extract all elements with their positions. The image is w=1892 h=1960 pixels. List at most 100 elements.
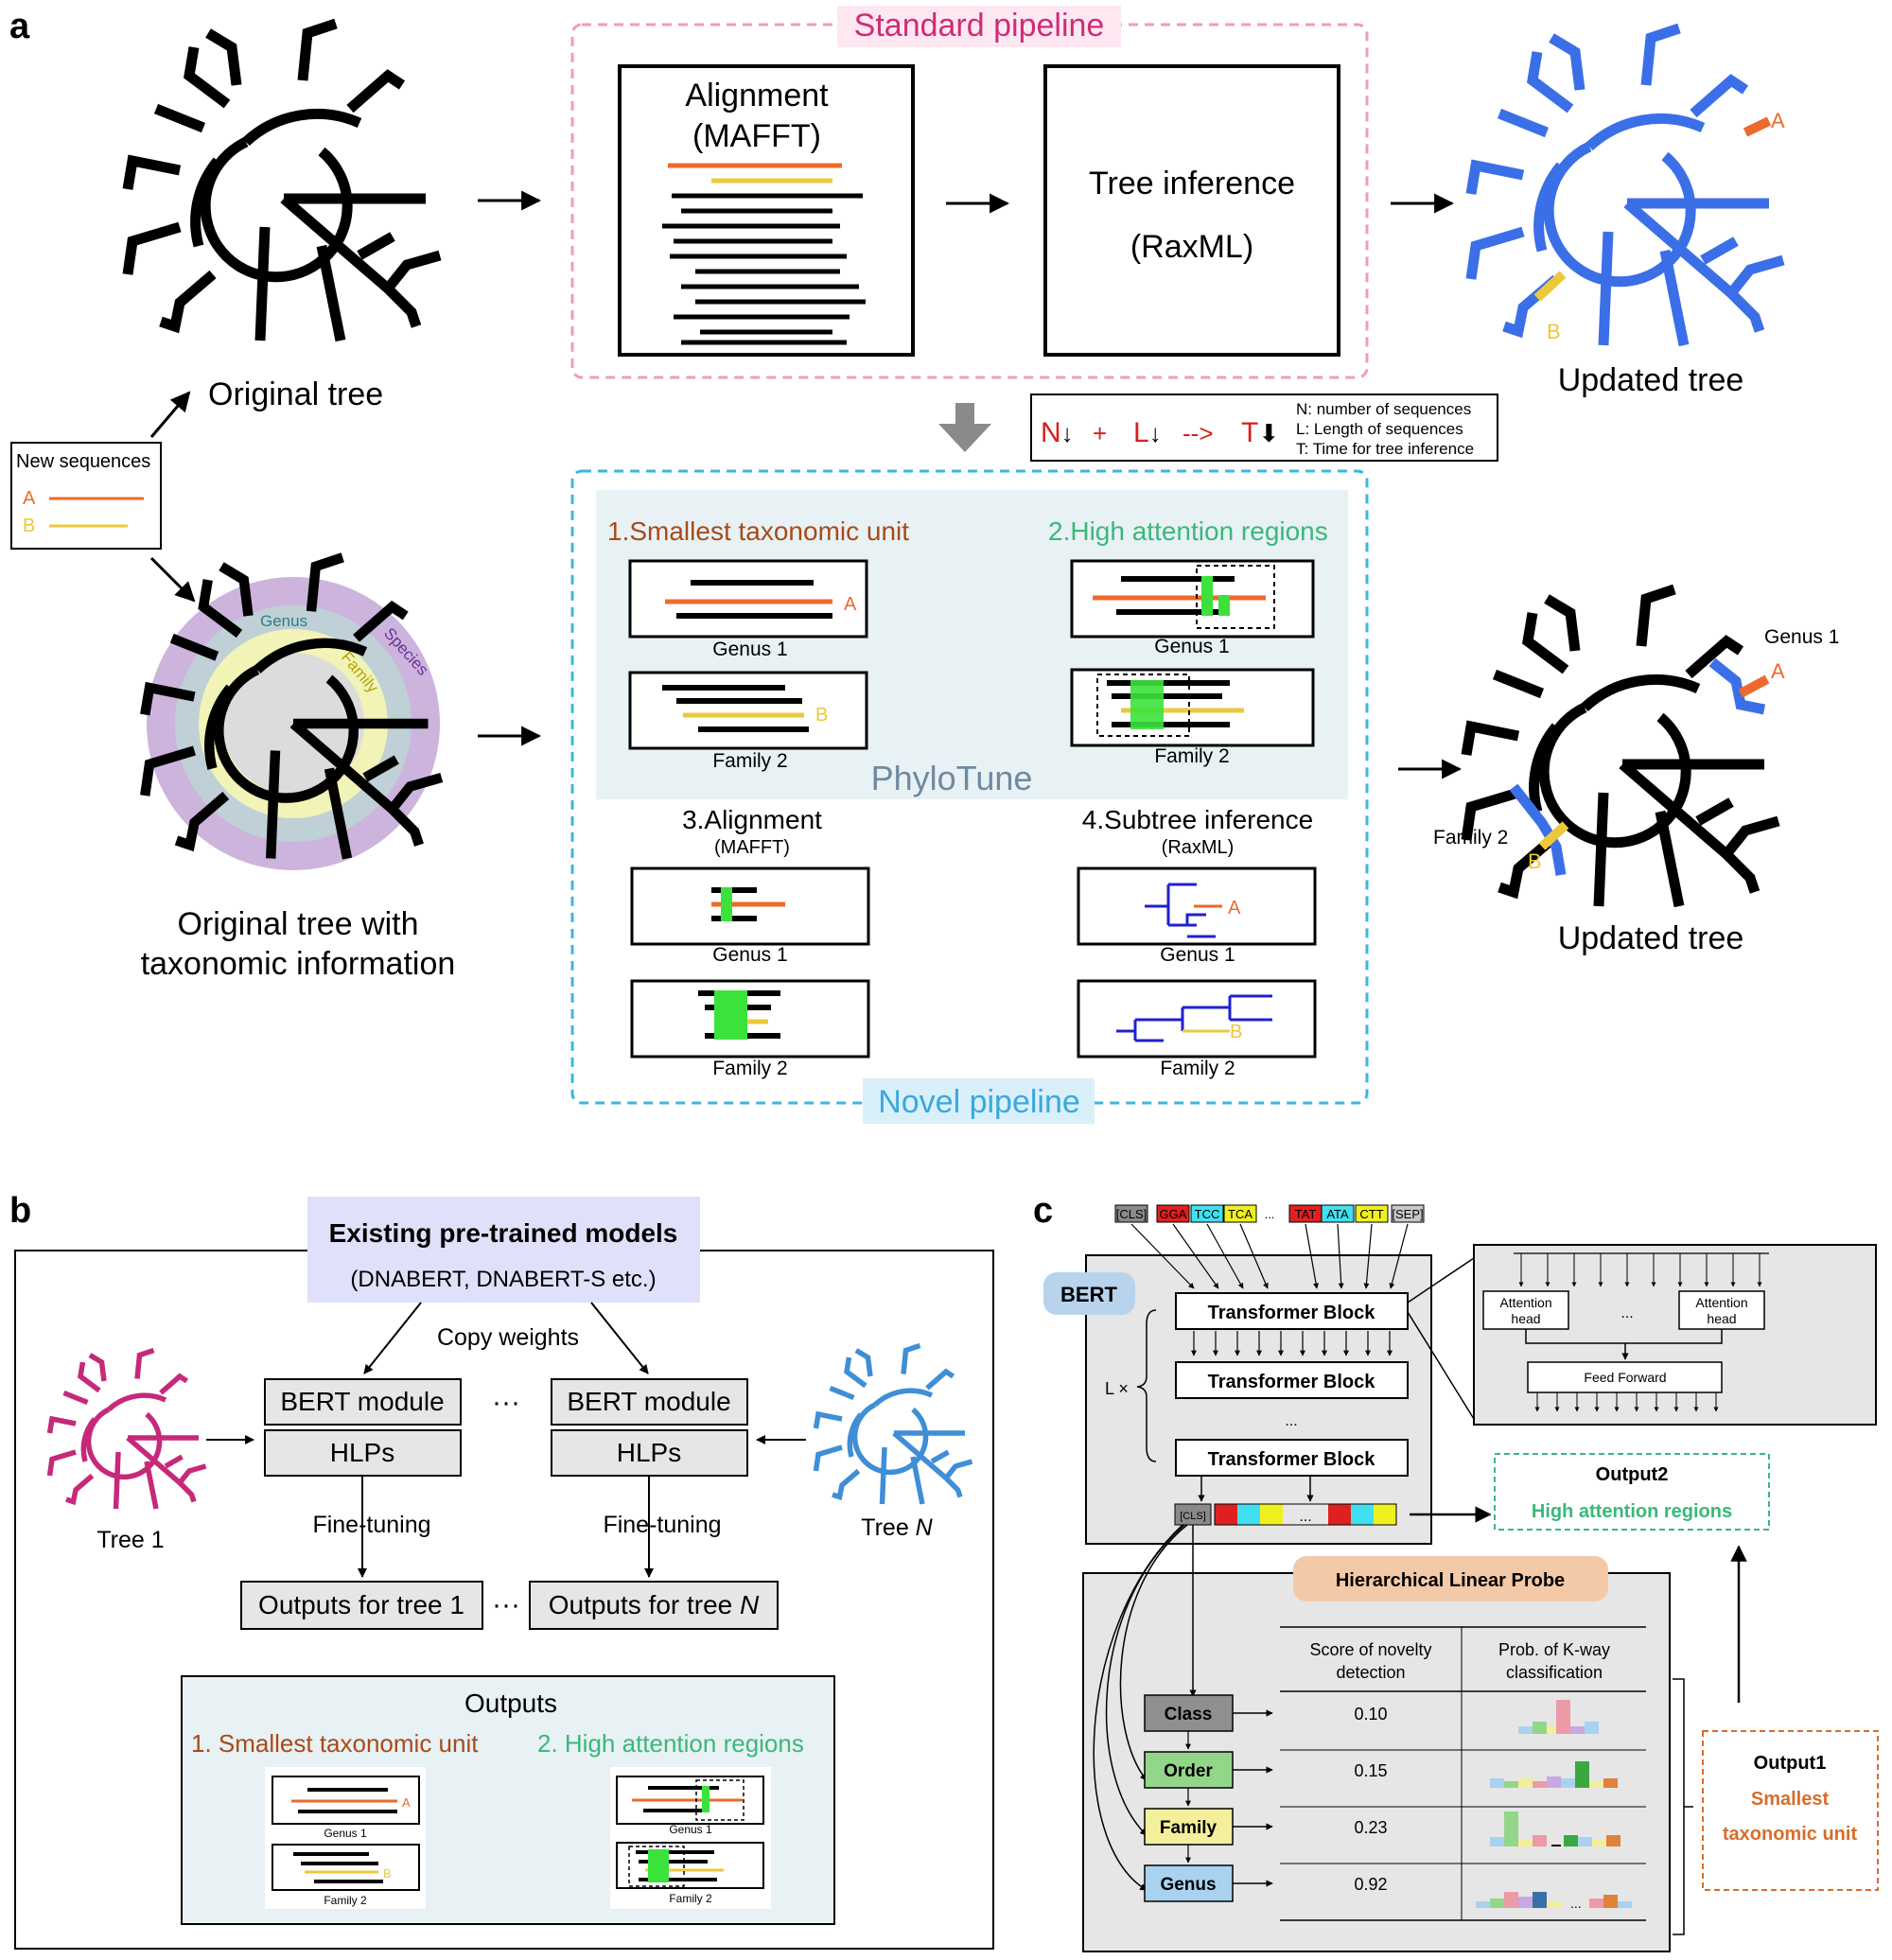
pretrained-box [307,1197,700,1303]
step1-genus-box [628,559,868,639]
token-label-6: ATA [1326,1207,1349,1221]
updated-tree-blue-icon [1471,28,1783,345]
novel-pipeline-title: Novel pipeline [878,1084,1080,1120]
fine-tuning-n: Fine-tuning [603,1512,721,1538]
step4-a-label: A [1228,898,1241,919]
bert-module-1-label: BERT module [280,1387,444,1416]
token-label-4: ... [1265,1207,1275,1221]
formula-box [1030,394,1498,462]
hlps-n [551,1429,748,1477]
token-label-1: GGA [1160,1207,1187,1221]
svg-text:Genus 1: Genus 1 [324,1827,367,1840]
formula-n: N↓ [1041,417,1074,448]
step4-genus-label: Genus 1 [1160,944,1235,966]
feed-forward-box [1527,1361,1723,1393]
level-label-class: Class [1165,1705,1213,1724]
step2-genus-label: Genus 1 [1154,636,1229,657]
token-3 [1223,1204,1257,1223]
original-tree-icon [128,24,440,341]
token-2 [1190,1204,1224,1223]
updated-tree-2-label: Updated tree [1558,920,1744,956]
updated-tree-a-branch [1743,116,1772,137]
updated-tree-genus-subtree [1708,657,1766,715]
token-0 [1114,1204,1148,1223]
tree-1-label: Tree 1 [96,1527,164,1553]
token-label-5: TAT [1295,1207,1317,1221]
panel-c-label: c [1033,1191,1053,1231]
token-label-3: TCA [1228,1207,1253,1221]
step3-title: 3.Alignment [682,805,822,834]
prob-chart-order [1490,1761,1618,1788]
ring-genus-label: Genus [260,612,307,630]
bert-pill [1043,1272,1135,1315]
bert-module-1 [264,1378,462,1426]
table-col2-line2: classification [1506,1663,1603,1682]
transformer-dots: ... [1285,1413,1297,1429]
level-label-genus: Genus [1160,1875,1216,1895]
bert-module-n-label: BERT module [567,1387,730,1416]
updated-tree-2-genus: Genus 1 [1764,626,1839,648]
score-class: 0.10 [1354,1705,1387,1724]
tax-tree-label-1: Original tree with [177,906,418,942]
outputs-thumb-1: A Genus 1 B Family 2 [265,1767,426,1909]
updated-tree-2-family: Family 2 [1433,827,1508,849]
hlps-1-label: HLPs [330,1438,394,1467]
attention-input-arrows [1514,1252,1769,1287]
score-family: 0.23 [1354,1818,1387,1837]
alignment-tool: (MAFFT) [692,118,821,154]
token-label-8: [SEP] [1392,1207,1423,1221]
tax-tree-label-2: taxonomic information [141,946,456,982]
output1-sub1: Smallest [1751,1789,1830,1810]
token-6 [1321,1204,1355,1223]
step1-b-label: B [815,705,828,726]
bert-label: BERT [1060,1283,1117,1306]
transformer-block-3-label: Transformer Block [1208,1449,1376,1470]
outputs-title: Outputs [464,1689,557,1718]
standard-pipeline-title: Standard pipeline [854,8,1105,44]
level-family [1144,1808,1234,1846]
mid-arrows [1191,1331,1393,1356]
transformer-block-2 [1175,1361,1409,1399]
step1-family-label: Family 2 [712,750,787,772]
hlps-1 [264,1429,462,1477]
token-8 [1391,1204,1425,1223]
output2-title: Output2 [1596,1464,1669,1485]
token-arrows [1130,1223,1409,1289]
panel-a-label: a [9,7,30,46]
pretrained-title: Existing pre-trained models [329,1218,678,1248]
updated-tree-2-a: A [1771,659,1785,683]
token-label-7: CTT [1359,1207,1383,1221]
step1-a-label: A [844,594,857,615]
svg-text:B: B [383,1866,392,1881]
score-order: 0.15 [1354,1761,1387,1780]
embedding-strip: ... [1214,1503,1397,1526]
output2-sub: High attention regions [1532,1501,1732,1522]
table-col2-line1: Prob. of K-way [1498,1640,1610,1659]
prob-chart-genus: ... [1476,1892,1632,1911]
alignment-title: Alignment [685,78,829,114]
updated-tree-b-branch [1533,271,1567,302]
outputs-ellipsis: ··· [492,1589,520,1620]
level-genus [1144,1864,1234,1902]
step3-family-label: Family 2 [712,1058,787,1079]
output1-box [1702,1730,1879,1891]
alignment-sequences [662,163,866,345]
attention-detail-box [1473,1244,1877,1426]
panel-b-label: b [9,1191,31,1231]
token-label-0: [CLS] [1116,1207,1147,1221]
taxonomic-tree-icon: Genus Species Family [145,557,442,870]
level-class [1144,1694,1234,1732]
cls-embedding-label: [CLS] [1180,1511,1206,1522]
svg-text:...: ... [1620,1305,1633,1321]
step3-genus-label: Genus 1 [712,944,787,966]
table-col1-line2: detection [1336,1663,1405,1682]
pretrained-sub: (DNABERT, DNABERT-S etc.) [350,1267,656,1292]
updated-tree-b-label: B [1547,320,1561,343]
down-arrow-icon [938,403,991,452]
step3-tool: (MAFFT) [714,837,790,858]
prob-chart-family [1490,1811,1620,1846]
outputs-tree-n-label: Outputs for tree N [549,1590,760,1619]
arrow-to-taxonomic-tree [149,556,196,603]
